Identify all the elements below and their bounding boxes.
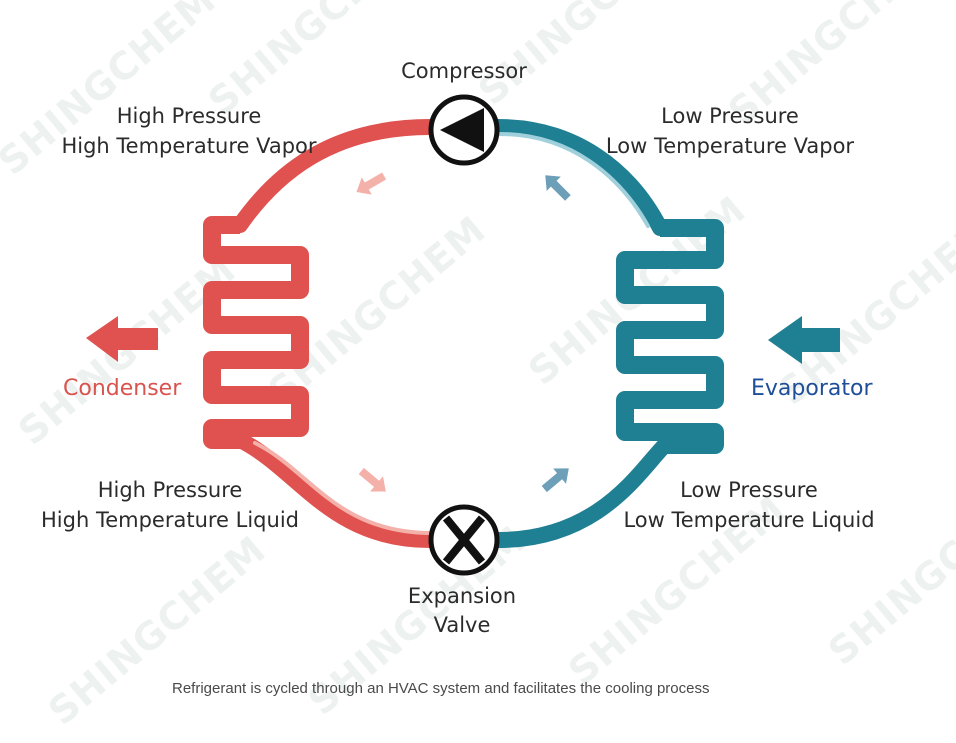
expansion-valve-label-line1: Expansion xyxy=(407,584,517,608)
expansion-valve-label-line2: Valve xyxy=(433,613,491,637)
compressor-icon xyxy=(428,94,500,166)
heat-out-arrow xyxy=(86,316,158,362)
lp-lt-vapor-label-line2: Low Temperature Vapor xyxy=(605,134,855,158)
condenser-label: Condenser xyxy=(63,376,182,401)
condenser-coil xyxy=(203,216,309,449)
hp-ht-liquid-label-line1: High Pressure xyxy=(97,478,243,502)
hp-ht-vapor-label-line2: High Temperature Vapor xyxy=(61,134,317,158)
heat-in-arrow xyxy=(768,316,840,364)
cold-liquid-pipe xyxy=(490,437,673,548)
flow-arrow-bottom-right xyxy=(541,468,569,493)
cold-vapor-pipe-highlight xyxy=(498,132,650,228)
lp-lt-vapor-label-line1: Low Pressure xyxy=(661,104,799,128)
flow-arrow-top-left xyxy=(356,172,387,195)
evaporator-label: Evaporator xyxy=(751,376,873,401)
hp-ht-vapor-label-line1: High Pressure xyxy=(116,104,262,128)
expansion-valve-icon xyxy=(428,504,500,576)
flow-arrow-top-right xyxy=(545,175,571,201)
cold-vapor-pipe xyxy=(490,119,668,236)
compressor-label: Compressor xyxy=(401,59,527,83)
evaporator-coil xyxy=(616,219,724,454)
lp-lt-liquid-label-line2: Low Temperature Liquid xyxy=(623,508,875,532)
hot-liquid-pipe xyxy=(232,432,438,548)
hot-liquid-pipe-highlight xyxy=(253,441,432,535)
hp-ht-liquid-label-line2: High Temperature Liquid xyxy=(41,508,299,532)
lp-lt-liquid-label-line1: Low Pressure xyxy=(680,478,818,502)
hot-vapor-pipe xyxy=(232,119,438,233)
caption: Refrigerant is cycled through an HVAC sy… xyxy=(172,680,710,697)
flow-arrow-bottom-left xyxy=(358,467,386,492)
